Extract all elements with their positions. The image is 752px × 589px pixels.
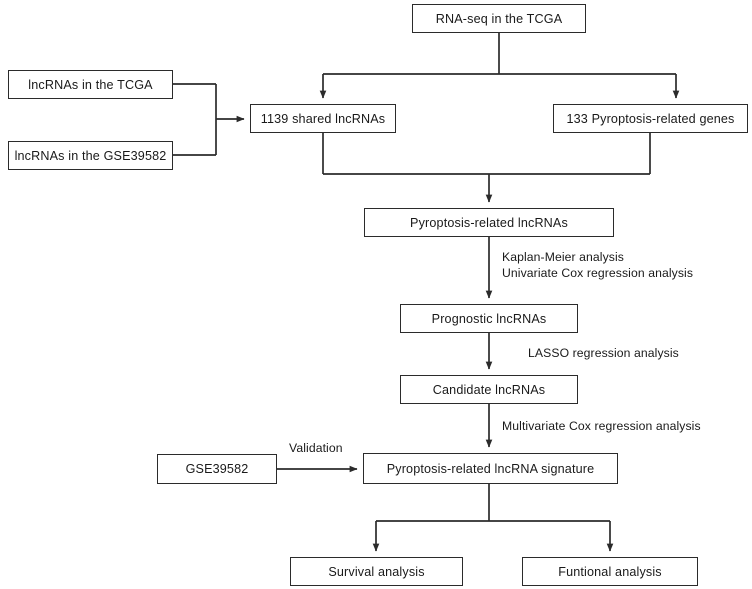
node-lncrnas-in-gse39582[interactable]: lncRNAs in the GSE39582 — [8, 141, 173, 170]
node-label: Prognostic lncRNAs — [431, 311, 547, 326]
node-rna-seq[interactable]: RNA-seq in the TCGA — [412, 4, 586, 33]
node-label: lncRNAs in the GSE39582 — [14, 148, 167, 163]
edge-label-line-1: Kaplan-Meier analysis — [502, 250, 624, 264]
node-functional-analysis[interactable]: Funtional analysis — [522, 557, 698, 586]
node-label: Pyroptosis-related lncRNA signature — [386, 461, 595, 476]
node-label: Funtional analysis — [558, 564, 662, 579]
node-label: 133 Pyroptosis-related genes — [566, 111, 735, 126]
node-lncrnas-in-tcga[interactable]: lncRNAs in the TCGA — [8, 70, 173, 99]
node-label: RNA-seq in the TCGA — [435, 11, 563, 26]
edge-label-line-1: LASSO regression analysis — [528, 346, 679, 360]
edge-label-kaplan-meier-cox: Kaplan-Meier analysis Univariate Cox reg… — [502, 249, 693, 281]
node-candidate-lncrnas[interactable]: Candidate lncRNAs — [400, 375, 578, 404]
node-label: lncRNAs in the TCGA — [28, 77, 153, 92]
node-prognostic-lncrnas[interactable]: Prognostic lncRNAs — [400, 304, 578, 333]
node-label: GSE39582 — [185, 462, 249, 476]
node-pyroptosis-related-genes[interactable]: 133 Pyroptosis-related genes — [553, 104, 748, 133]
node-label: Survival analysis — [328, 564, 425, 579]
node-label: 1139 shared lncRNAs — [260, 111, 386, 126]
node-shared-lncrnas[interactable]: 1139 shared lncRNAs — [250, 104, 396, 133]
node-label: Pyroptosis-related lncRNAs — [410, 215, 568, 230]
node-pyroptosis-related-lncrnas[interactable]: Pyroptosis-related lncRNAs — [364, 208, 614, 237]
edge-label-lasso-regression: LASSO regression analysis — [528, 346, 679, 361]
edge-label-line-2: Univariate Cox regression analysis — [502, 266, 694, 280]
node-survival-analysis[interactable]: Survival analysis — [290, 557, 463, 586]
edge-label-multivariate-cox: Multivariate Cox regression analysis — [502, 419, 701, 434]
edge-label-validation: Validation — [289, 441, 343, 456]
node-pyroptosis-related-lncrna-signature[interactable]: Pyroptosis-related lncRNA signature — [363, 453, 618, 484]
edge-label-line-1: Multivariate Cox regression analysis — [502, 419, 701, 433]
edge-label-line-1: Validation — [289, 441, 343, 455]
node-label: Candidate lncRNAs — [432, 382, 546, 397]
node-gse39582[interactable]: GSE39582 — [157, 454, 277, 484]
